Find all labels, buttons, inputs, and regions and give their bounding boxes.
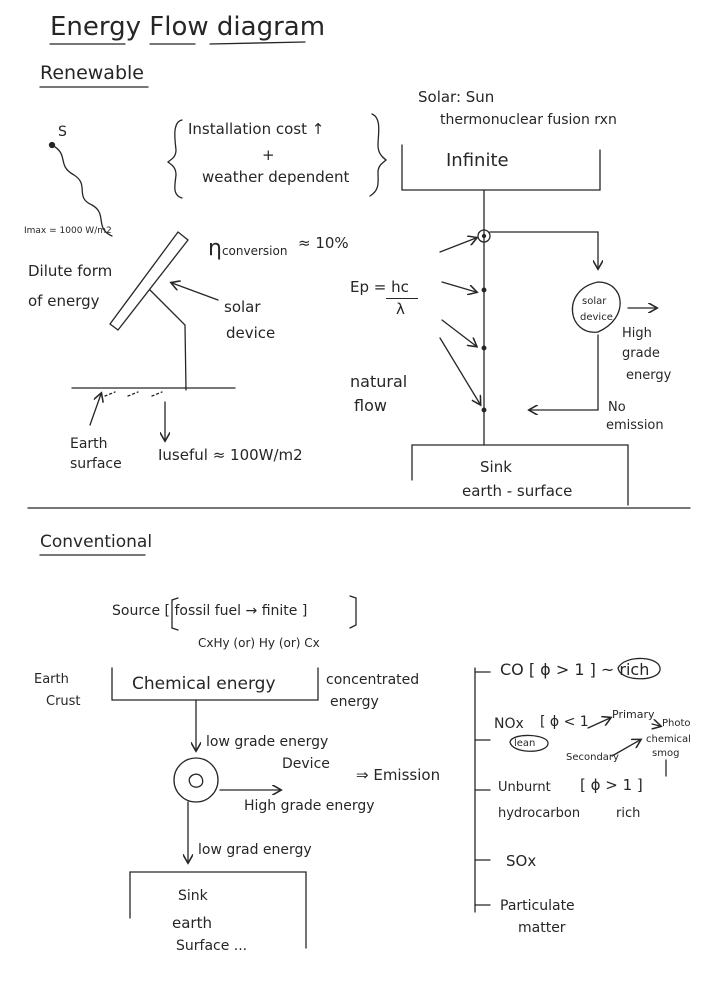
- fusion-label: thermonuclear fusion rxn: [440, 112, 617, 128]
- photo-arrow: [652, 724, 660, 726]
- concentrated-label-2: energy: [330, 694, 379, 710]
- primary-arrow: [587, 718, 610, 729]
- no-emission-label-2: emission: [606, 418, 664, 433]
- efficiency-symbol: η: [208, 236, 222, 261]
- rich-label: rich: [616, 806, 641, 821]
- no-emission-label: No: [608, 400, 626, 415]
- chemical-energy-label: Chemical energy: [132, 674, 276, 694]
- earth-crust-label: Earth: [34, 672, 69, 687]
- conv-sink-label-2: earth: [172, 914, 212, 932]
- lean-circle: [509, 734, 549, 752]
- ground-hatch: [104, 391, 163, 397]
- panel-arrow: [172, 283, 219, 301]
- photon-arrow-1: [439, 238, 476, 253]
- conventional-heading: Conventional: [40, 532, 153, 552]
- device-circle: [173, 757, 219, 803]
- weather-label: weather dependent: [202, 168, 350, 186]
- page-title: Energy Flow diagram: [50, 12, 326, 42]
- formula-label: CxHy (or) Hy (or) Cx: [198, 636, 320, 650]
- efficiency-label: ηconversion: [208, 236, 287, 261]
- nox-phi-label: [ ϕ < 1: [540, 714, 589, 730]
- high-grade-conv-label: High grade energy: [244, 798, 375, 814]
- cost-label: Installation cost ↑: [188, 120, 325, 138]
- solar-source-label: Solar: Sun: [418, 88, 495, 106]
- source-label: Source [ fossil fuel → finite ]: [112, 603, 308, 619]
- matter-label: matter: [518, 920, 566, 936]
- photon-arrow-2: [441, 281, 476, 292]
- left-brace: [167, 119, 183, 199]
- renewable-sink-label-2: earth - surface: [462, 482, 573, 500]
- concentrated-label: concentrated: [326, 672, 420, 688]
- ep-formula: Ep = hc: [350, 278, 409, 296]
- solar-device-label-2: device: [226, 324, 276, 342]
- device-circle-label-2: device: [580, 312, 613, 323]
- ep-lambda: λ: [396, 300, 405, 318]
- low-grade-label-1: low grade energy: [206, 734, 329, 750]
- earth-crust-label-2: Crust: [46, 694, 81, 709]
- nox-label: NOx: [494, 716, 524, 732]
- unburnt-label: Unburnt: [498, 780, 551, 795]
- high-grade-label-2: grade: [622, 346, 660, 361]
- conv-sink-label: Sink: [178, 888, 208, 904]
- unburnt-phi-label: [ ϕ > 1 ]: [580, 776, 643, 794]
- photo-label-2: chemical: [646, 734, 691, 745]
- sun-dot: [48, 141, 56, 149]
- hydrocarbon-label: hydrocarbon: [498, 806, 581, 821]
- sun-wavy-ray: [51, 144, 113, 237]
- right-brace: [369, 113, 387, 197]
- rich-circle: [617, 657, 661, 680]
- conv-sink-box: [129, 871, 307, 949]
- dilute-label-2: of energy: [28, 292, 100, 310]
- primary-label: Primary: [612, 708, 655, 721]
- to-device-line: [489, 231, 598, 268]
- renewable-sink-label: Sink: [480, 458, 512, 476]
- ep-divider: [386, 298, 418, 299]
- device-spiral: [188, 773, 204, 788]
- earth-arrow: [89, 394, 101, 426]
- high-grade-label-3: energy: [626, 368, 672, 383]
- efficiency-sub: conversion: [221, 244, 288, 258]
- renewable-heading: Renewable: [40, 62, 144, 84]
- nox-lean-label: lean: [514, 738, 536, 749]
- earth-label-2: surface: [70, 456, 122, 472]
- panel-stand: [149, 289, 187, 391]
- natural-label: natural: [350, 372, 408, 391]
- low-grade-label-2: low grad energy: [198, 842, 312, 858]
- flow-label: flow: [354, 396, 387, 415]
- title-underline: [49, 41, 306, 45]
- efficiency-value: ≈ 10%: [298, 234, 349, 252]
- source-right-bracket: [349, 595, 357, 629]
- high-grade-label: High: [622, 326, 652, 341]
- renewable-sink-box: [411, 444, 629, 506]
- cost-plus: +: [262, 146, 275, 164]
- solar-panel: [109, 231, 189, 331]
- sox-label: SOx: [506, 852, 537, 870]
- photon-arrow-4: [439, 337, 480, 404]
- earth-label: Earth: [70, 436, 108, 452]
- photon-arrow-3: [441, 319, 476, 346]
- co-label: CO [ ϕ > 1 ] ~ rich: [500, 660, 650, 679]
- particulate-label: Particulate: [500, 898, 575, 914]
- solar-device-circle: [571, 281, 621, 333]
- iuseful-label: Iuseful ≈ 100W/m2: [158, 446, 303, 464]
- conv-sink-label-3: Surface ...: [176, 938, 248, 954]
- source-left-bracket: [171, 597, 179, 631]
- device-circle-label: solar: [582, 296, 607, 307]
- dilute-label: Dilute form: [28, 262, 113, 280]
- infinite-box: [401, 144, 601, 191]
- secondary-arrow: [611, 740, 640, 757]
- device-return-line: [530, 334, 599, 410]
- photo-label-3: smog: [652, 748, 680, 759]
- device-label: Device: [282, 756, 330, 772]
- emission-label: ⇒ Emission: [356, 766, 441, 784]
- sun-symbol: S: [58, 124, 67, 140]
- photo-label: Photo: [662, 718, 691, 729]
- chemical-energy-box: [111, 667, 319, 701]
- imax-label: Imax = 1000 W/m2: [24, 226, 112, 236]
- solar-device-label: solar: [224, 298, 261, 316]
- secondary-label: Secondary: [566, 752, 619, 763]
- infinite-label: Infinite: [446, 150, 509, 171]
